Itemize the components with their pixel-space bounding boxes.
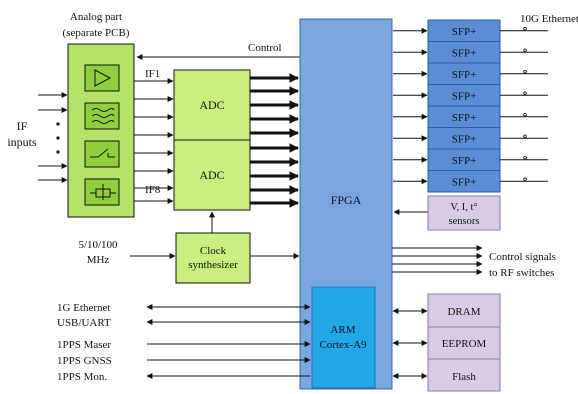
sfp-module-5: SFP+ — [393, 105, 548, 128]
arm-label-line1: ARM — [330, 324, 355, 336]
clock-label-line2: synthesizer — [188, 259, 238, 271]
analog-part-title: Analog part — [70, 11, 122, 23]
arm-cortex-block: ARM Cortex-A9 — [311, 286, 376, 389]
sfp-module-4: SFP+ — [393, 84, 548, 107]
if-inputs-label-line2: inputs — [7, 135, 37, 149]
adc-to-fpga-buses — [250, 73, 299, 208]
sfp-module-3: SFP+ — [393, 62, 548, 85]
sensor-label-line1: V, I, t° — [450, 202, 477, 213]
clock-input-label-line2: MHz — [87, 254, 110, 266]
if1-label: IF1 — [145, 68, 160, 80]
io-signal-label: 1PPS GNSS — [57, 355, 112, 367]
sfp-module-label: SFP+ — [452, 26, 477, 38]
sfp-module-label: SFP+ — [452, 112, 477, 124]
io-signal-label: 1PPS Maser — [57, 339, 111, 351]
fiber-connector-icon — [523, 134, 527, 138]
analog-part-subtitle: (separate PCB) — [63, 27, 130, 39]
sfp-module-7: SFP+ — [393, 148, 548, 171]
clock-input-label-line1: 5/10/100 — [78, 239, 118, 251]
ten-g-ethernet-label: 10G Ethernet — [520, 13, 578, 25]
amplifier-icon — [84, 64, 120, 92]
fiber-connector-icon — [523, 177, 527, 181]
sfp-module-6: SFP+ — [393, 127, 548, 150]
fiber-connector-icon — [523, 113, 527, 117]
fpga-label: FPGA — [331, 193, 362, 207]
adc-block-top: ADC — [173, 69, 251, 141]
sfp-module-label: SFP+ — [452, 177, 477, 189]
fiber-connector-icon — [523, 91, 527, 95]
if8-label: IF8 — [145, 184, 161, 196]
sfp-module-label: SFP+ — [452, 155, 477, 167]
sfp-module-stack: SFP+ SFP+ SFP+ SFP+ SFP+ SFP+ SFP+ SFP+ — [393, 19, 548, 193]
io-signal-label: 1G Ethernet — [57, 302, 110, 314]
control-label: Control — [248, 42, 282, 54]
filter-icon — [84, 102, 120, 130]
sfp-module-label: SFP+ — [452, 48, 477, 60]
fiber-connector-icon — [523, 156, 527, 160]
fiber-connector-icon — [523, 48, 527, 52]
sfp-module-2: SFP+ — [393, 41, 548, 64]
analog-part-block: Analog part (separate PCB) — [63, 11, 135, 218]
sensor-block: V, I, t° sensors — [427, 195, 501, 231]
switch-icon — [84, 140, 120, 168]
fiber-connector-icon — [523, 70, 527, 74]
control-signals-label-line2: to RF switches — [489, 267, 554, 279]
if-to-adc-arrows — [134, 78, 174, 204]
sfp-module-8: SFP+ — [393, 170, 548, 193]
adc-block-bottom: ADC — [173, 139, 251, 211]
sfp-module-label: SFP+ — [452, 134, 477, 146]
control-signals-label-line1: Control signals — [489, 251, 556, 263]
adc-top-label: ADC — [199, 98, 224, 112]
arm-label-line2: Cortex-A9 — [319, 339, 367, 351]
sfp-module-label: SFP+ — [452, 69, 477, 81]
adc-bottom-label: ADC — [199, 168, 224, 182]
attenuator-icon — [84, 178, 120, 206]
control-signal-arrows — [392, 245, 483, 275]
if-inputs-label-line1: IF — [17, 119, 28, 133]
sensor-label-line2: sensors — [449, 216, 480, 227]
memory-block: DRAM EEPROM Flash — [427, 293, 501, 392]
flash-label: Flash — [452, 371, 476, 383]
clock-synthesizer-block: Clock synthesizer — [175, 232, 251, 284]
sfp-module-1: SFP+ — [393, 19, 548, 42]
io-signal-label: 1PPS Mon. — [57, 371, 107, 383]
io-signal-label: USB/UART — [57, 317, 111, 329]
clock-label-line1: Clock — [200, 245, 227, 257]
if-input-dots — [56, 122, 60, 154]
fiber-connector-icon — [523, 27, 527, 31]
dram-label: DRAM — [447, 306, 480, 318]
sfp-module-label: SFP+ — [452, 91, 477, 103]
eeprom-label: EEPROM — [442, 338, 487, 350]
